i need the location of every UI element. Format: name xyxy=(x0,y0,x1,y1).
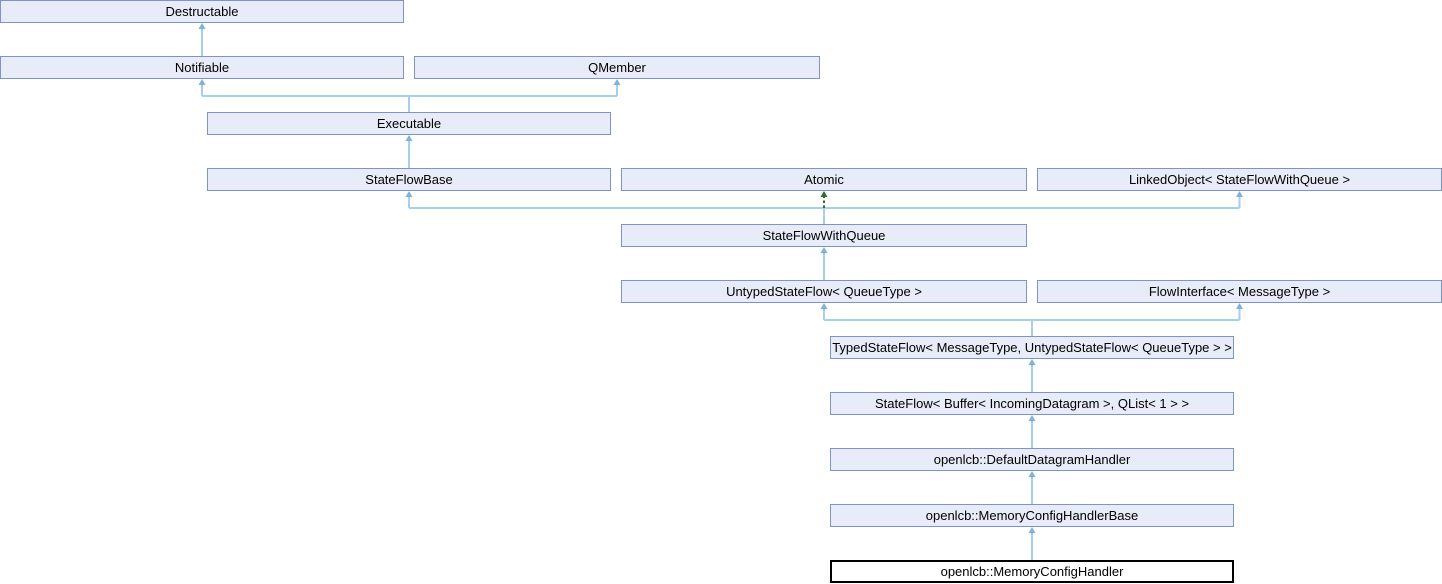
inheritance-arrowhead xyxy=(820,303,828,309)
class-node-qmember[interactable]: QMember xyxy=(414,56,820,79)
class-node-stateflowbase[interactable]: StateFlowBase xyxy=(207,168,611,191)
class-node-untypedstateflow[interactable]: UntypedStateFlow< QueueType > xyxy=(621,280,1027,303)
class-node-stateflow[interactable]: StateFlow< Buffer< IncomingDatagram >, Q… xyxy=(830,392,1234,415)
class-node-stateflowwithqueue[interactable]: StateFlowWithQueue xyxy=(621,224,1027,247)
inheritance-arrowhead xyxy=(1028,527,1036,533)
protected-inheritance-arrowhead xyxy=(820,191,828,197)
inheritance-arrowhead xyxy=(1028,415,1036,421)
inheritance-arrowhead xyxy=(1028,471,1036,477)
inheritance-arrowhead xyxy=(1028,359,1036,365)
class-node-linkedobject[interactable]: LinkedObject< StateFlowWithQueue > xyxy=(1037,168,1442,191)
inheritance-arrowhead xyxy=(405,191,413,197)
class-node-flowinterface[interactable]: FlowInterface< MessageType > xyxy=(1037,280,1442,303)
inheritance-arrowhead xyxy=(198,79,206,85)
class-node-memoryconfighandlerbase[interactable]: openlcb::MemoryConfigHandlerBase xyxy=(830,504,1234,527)
class-node-memoryconfighandler: openlcb::MemoryConfigHandler xyxy=(830,560,1234,583)
class-node-destructable[interactable]: Destructable xyxy=(0,0,404,23)
class-node-executable[interactable]: Executable xyxy=(207,112,611,135)
class-node-typedstateflow[interactable]: TypedStateFlow< MessageType, UntypedStat… xyxy=(830,336,1234,359)
inheritance-arrowhead xyxy=(405,135,413,141)
inheritance-arrowhead xyxy=(1236,191,1243,197)
class-node-defaultdatagramhandler[interactable]: openlcb::DefaultDatagramHandler xyxy=(830,448,1234,471)
class-node-atomic[interactable]: Atomic xyxy=(621,168,1027,191)
inheritance-arrowhead xyxy=(613,79,621,85)
inheritance-arrowhead xyxy=(198,23,206,29)
inheritance-arrowhead xyxy=(1236,303,1243,309)
inheritance-arrowhead xyxy=(820,247,828,253)
class-node-notifiable[interactable]: Notifiable xyxy=(0,56,404,79)
